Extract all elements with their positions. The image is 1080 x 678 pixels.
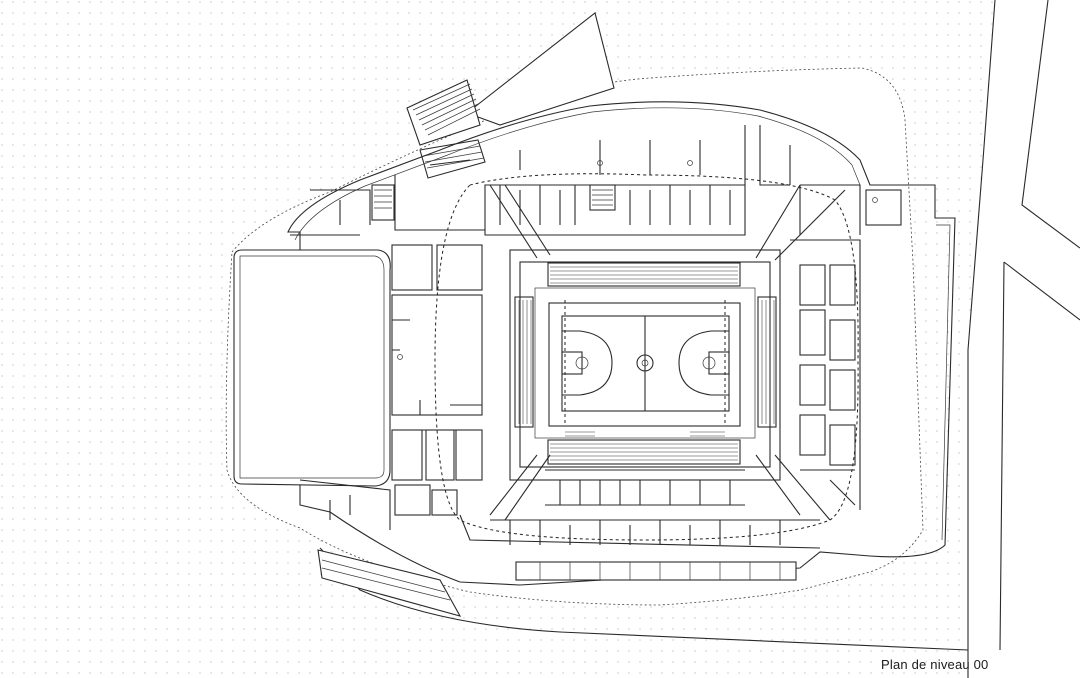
arena-roof-outline [434,173,859,541]
east-rooms [790,239,861,510]
column-markers [397,160,878,360]
south-rooms [459,469,821,549]
south-stairs [515,561,797,581]
north-stand [547,262,741,287]
road [968,0,1080,678]
site-boundary-line [319,547,969,651]
building-outline [287,101,956,586]
entrance-ramp-north [406,12,615,179]
entrance-ramp-south [317,549,462,617]
west-stand [514,296,534,428]
site-area [224,66,922,605]
west-hall [233,249,391,487]
east-stand [757,296,777,428]
basketball-court [561,315,730,412]
south-stand [547,431,741,465]
plan-caption: Plan de niveau 00 [881,657,989,672]
